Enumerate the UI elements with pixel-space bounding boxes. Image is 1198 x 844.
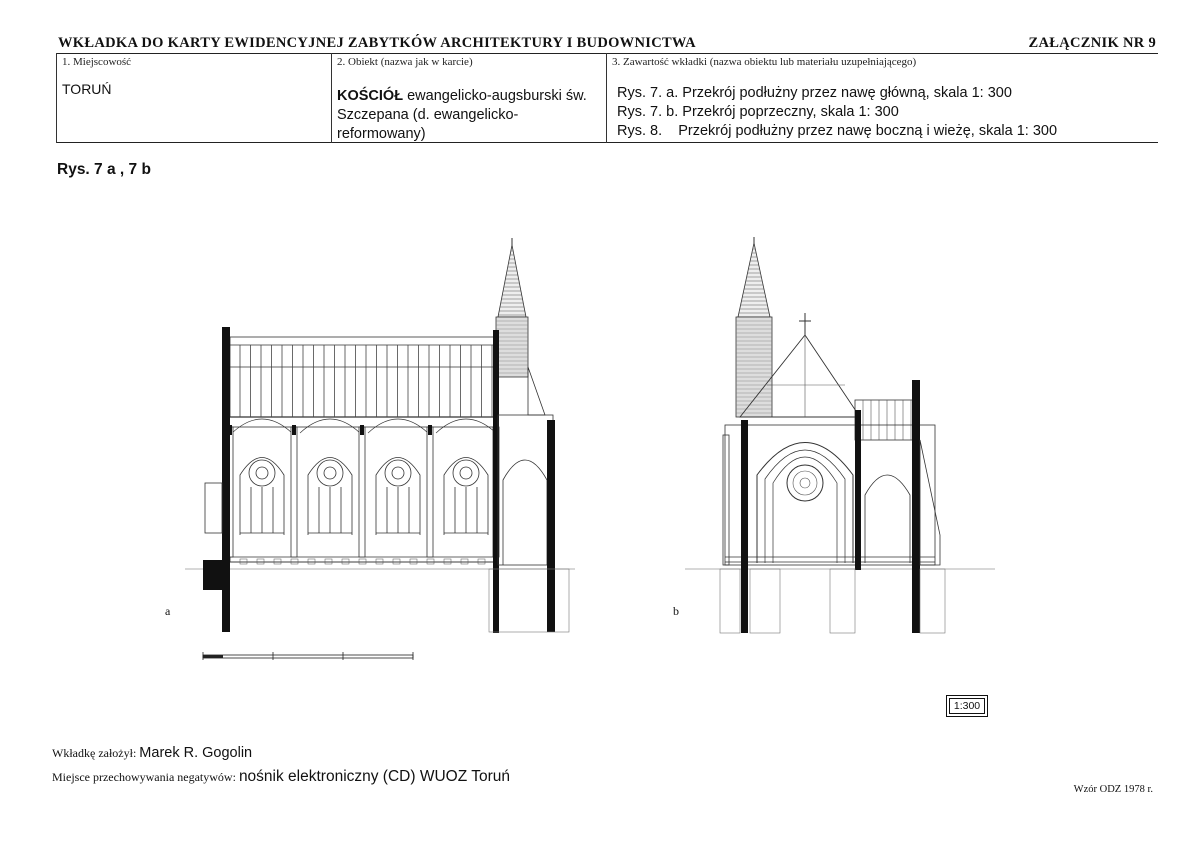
storage-value: nośnik elektroniczny (CD) WUOZ Toruń (238, 768, 510, 785)
author-value: Marek R. Gogolin (139, 745, 253, 761)
document-title: WKŁADKA DO KARTY EWIDENCYJNEJ ZABYTKÓW A… (58, 35, 696, 51)
col-object-heading: 2. Obiekt (nazwa jak w karcie) (337, 56, 473, 68)
table-divider (56, 53, 57, 143)
figure-label: Rys. 7 a , 7 b (57, 161, 151, 178)
col-contents-heading: 3. Zawartość wkładki (nazwa obiektu lub … (612, 56, 917, 68)
section-b-label: b (673, 604, 679, 618)
cross-section-drawing (685, 237, 995, 634)
annex-number: ZAŁĄCZNIK NR 9 (1028, 35, 1156, 51)
author-line: Wkładkę założył: Marek R. Gogolin (52, 745, 252, 761)
object-type: KOŚCIÓŁ (337, 88, 404, 104)
col-locality-heading: 1. Miejscowość (62, 56, 132, 68)
graphic-scale-bar (202, 652, 414, 660)
object-description: ewangelicko-augsburski św. Szczepana (d.… (337, 88, 587, 142)
storage-line: Miejsce przechowywania negatywów: nośnik… (52, 768, 510, 786)
contents-line: Rys. 7. b. Przekrój poprzeczny, skala 1:… (617, 104, 899, 120)
longitudinal-section-drawing (185, 238, 575, 633)
table-divider (606, 53, 607, 143)
storage-label: Miejsce przechowywania negatywów: (52, 770, 236, 784)
contents-line: Rys. 8. Przekrój podłużny przez nawę boc… (617, 123, 1058, 139)
locality-value: TORUŃ (62, 81, 112, 97)
table-divider (331, 53, 332, 143)
contents-line: Rys. 7. a. Przekrój podłużny przez nawę … (617, 85, 1012, 101)
author-label: Wkładkę założył: (52, 746, 137, 760)
contents-list: Rys. 7. a. Przekrój podłużny przez nawę … (617, 84, 1057, 141)
table-bottom-rule (56, 142, 1158, 143)
table-top-rule (56, 53, 1158, 54)
form-reference: Wzór ODZ 1978 r. (1073, 784, 1153, 795)
object-value: KOŚCIÓŁ ewangelicko-augsburski św. Szcze… (337, 87, 602, 144)
scale-box: 1:300 (946, 695, 988, 717)
section-a-label: a (165, 604, 171, 618)
